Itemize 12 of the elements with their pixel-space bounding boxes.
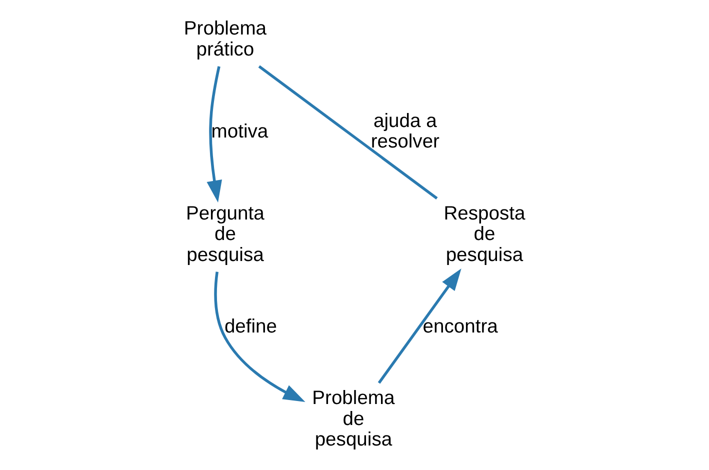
node-text: Problema prático (184, 18, 267, 60)
node-text: Problema de pesquisa (312, 388, 395, 451)
node-text: Pergunta de pesquisa (186, 203, 264, 266)
connector (258, 65, 438, 200)
edge-label: define (224, 316, 278, 338)
arrow (206, 66, 222, 203)
arrow (378, 268, 462, 384)
edge-label: encontra (422, 316, 498, 338)
edge-label: motiva (211, 121, 268, 142)
arrow (214, 272, 306, 402)
edge-label: ajuda a resolver (370, 111, 440, 153)
node-text: Resposta de pesquisa (444, 203, 526, 266)
